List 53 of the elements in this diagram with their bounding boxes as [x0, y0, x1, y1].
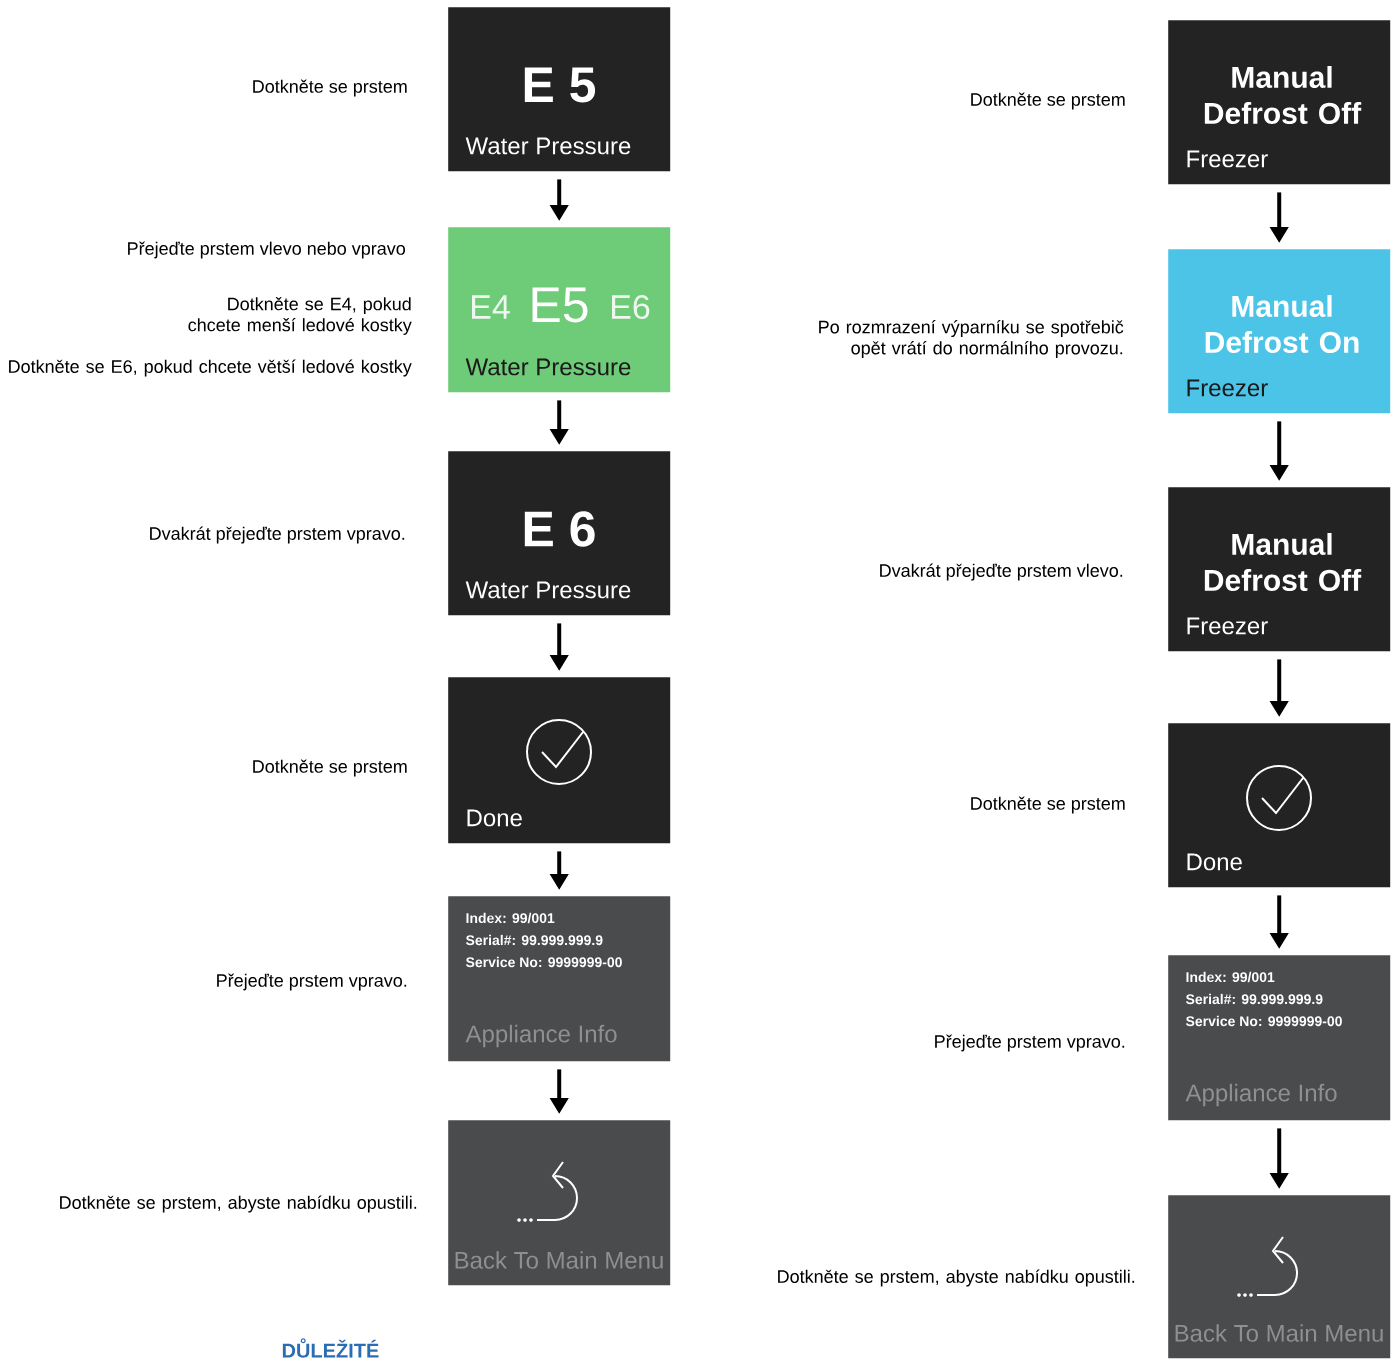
- instruction-text: Dotkněte se prstem: [253, 759, 407, 777]
- screen-subtitle: Freezer: [1187, 150, 1268, 168]
- screen-code: E 5: [524, 67, 596, 103]
- screen-title: Water Pressure: [465, 358, 631, 376]
- display-screen: [448, 227, 671, 393]
- instruction-text: Přejeďte prstem vlevo nebo vpravo: [128, 241, 405, 259]
- display-screen: [1168, 20, 1391, 185]
- info-text: Index: 99/001: [1186, 971, 1275, 983]
- instruction-text: Dotkněte se prstem: [971, 92, 1125, 110]
- screen-title: Appliance Info: [465, 1024, 617, 1048]
- display-screen: [448, 677, 671, 844]
- screen-title: Water Pressure: [465, 137, 631, 155]
- display-screen: [1168, 249, 1391, 414]
- instruction-text: Dotkněte se E4, pokud chcete menší ledové kostky: [188, 297, 412, 335]
- screen-title: Done: [1187, 853, 1242, 871]
- info-text: Index: 99/001: [466, 912, 555, 924]
- screen-title: Done: [467, 809, 522, 827]
- instruction-text: Dotkněte se prstem: [971, 796, 1125, 814]
- instruction-text: Dvakrát přejeďte prstem vpravo.: [150, 526, 405, 544]
- instruction-text: Dotkněte se prstem, abyste nabídku opustili.: [60, 1195, 417, 1213]
- info-text: Service No: 9999999-00: [465, 956, 622, 968]
- screen-title: Manual Defrost On: [1205, 295, 1359, 353]
- display-screen: [1168, 487, 1391, 652]
- screen-title: Water Pressure: [465, 581, 631, 599]
- screen-subtitle: Freezer: [1187, 617, 1268, 635]
- option-code: E6: [612, 294, 650, 320]
- screen-title: Back To Main Menu: [455, 1251, 663, 1269]
- info-text: Service No: 9999999-00: [1185, 1015, 1342, 1027]
- display-screen: [448, 451, 671, 616]
- screen-title: Manual Defrost Off: [1204, 533, 1362, 591]
- heading: DŮLEŽITÉ: [282, 1338, 379, 1358]
- instruction-text: Přejeďte prstem vpravo.: [935, 1034, 1125, 1052]
- display-screen: [448, 7, 671, 172]
- instruction-text: Po rozmrazení výparníku se spotřebič opět vrátí do normálního provozu.: [819, 320, 1124, 358]
- instruction-text: Dvakrát přejeďte prstem vlevo.: [880, 563, 1123, 581]
- instruction-text: Dotkněte se prstem, abyste nabídku opustili.: [778, 1269, 1135, 1287]
- info-text: Serial#: 99.999.999.9: [1185, 993, 1323, 1005]
- info-text: Serial#: 99.999.999.9: [465, 934, 603, 946]
- screen-code: E 6: [524, 511, 595, 547]
- option-code: E4: [472, 295, 510, 319]
- instruction-text: Dotkněte se prstem: [253, 79, 407, 97]
- screen-title: Appliance Info: [1185, 1083, 1337, 1107]
- display-screen: [448, 1120, 671, 1286]
- display-screen: [1168, 1195, 1391, 1359]
- screen-subtitle: Freezer: [1187, 379, 1268, 397]
- display-screen: [448, 896, 671, 1062]
- screen-code: E5: [532, 287, 588, 323]
- screen-title: Manual Defrost Off: [1204, 66, 1362, 124]
- display-screen: [1168, 723, 1391, 888]
- screen-title: Back To Main Menu: [1175, 1324, 1383, 1342]
- instruction-text: Přejeďte prstem vpravo.: [217, 973, 407, 991]
- display-screen: [1168, 955, 1391, 1121]
- instruction-text: Dotkněte se E6, pokud chcete větší ledové kostky: [9, 359, 412, 377]
